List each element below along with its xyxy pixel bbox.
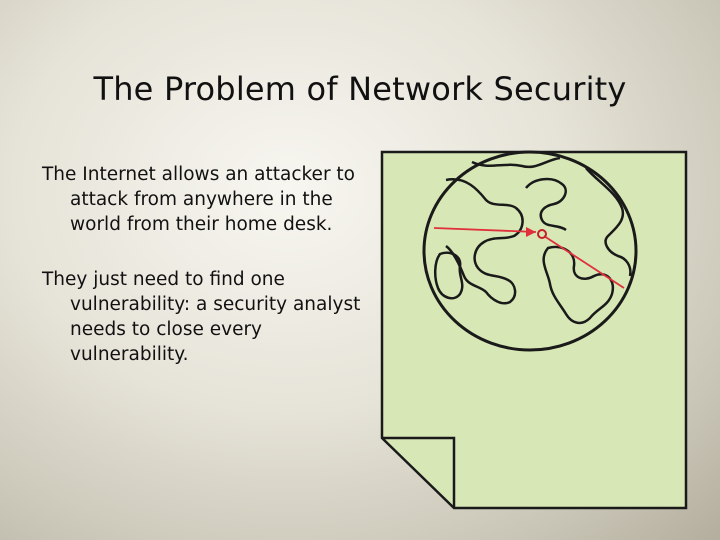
attack-arrow-icon [433,227,625,289]
slide-title: The Problem of Network Security [93,70,627,108]
continent-europe [525,177,567,232]
globe-illustration [376,148,692,514]
attack-line-southeast [543,235,625,289]
continent-east [585,167,632,277]
paragraph-attacker: The Internet allows an attacker to attac… [42,164,356,235]
slide-body: The Internet allows an attacker to attac… [42,162,362,397]
continent-north-edge [471,156,561,169]
paragraph-vulnerability: They just need to find one vulnerability… [42,269,361,365]
folded-corner-flap [382,436,456,508]
globe-icon [422,150,638,352]
illustration-svg [380,150,688,510]
continent-south-america [542,245,615,325]
attack-target-icon [537,229,547,239]
continent-north-america [445,178,524,305]
continent-island [434,251,464,300]
attack-line-west [433,227,537,233]
attack-arrowhead [526,227,536,237]
